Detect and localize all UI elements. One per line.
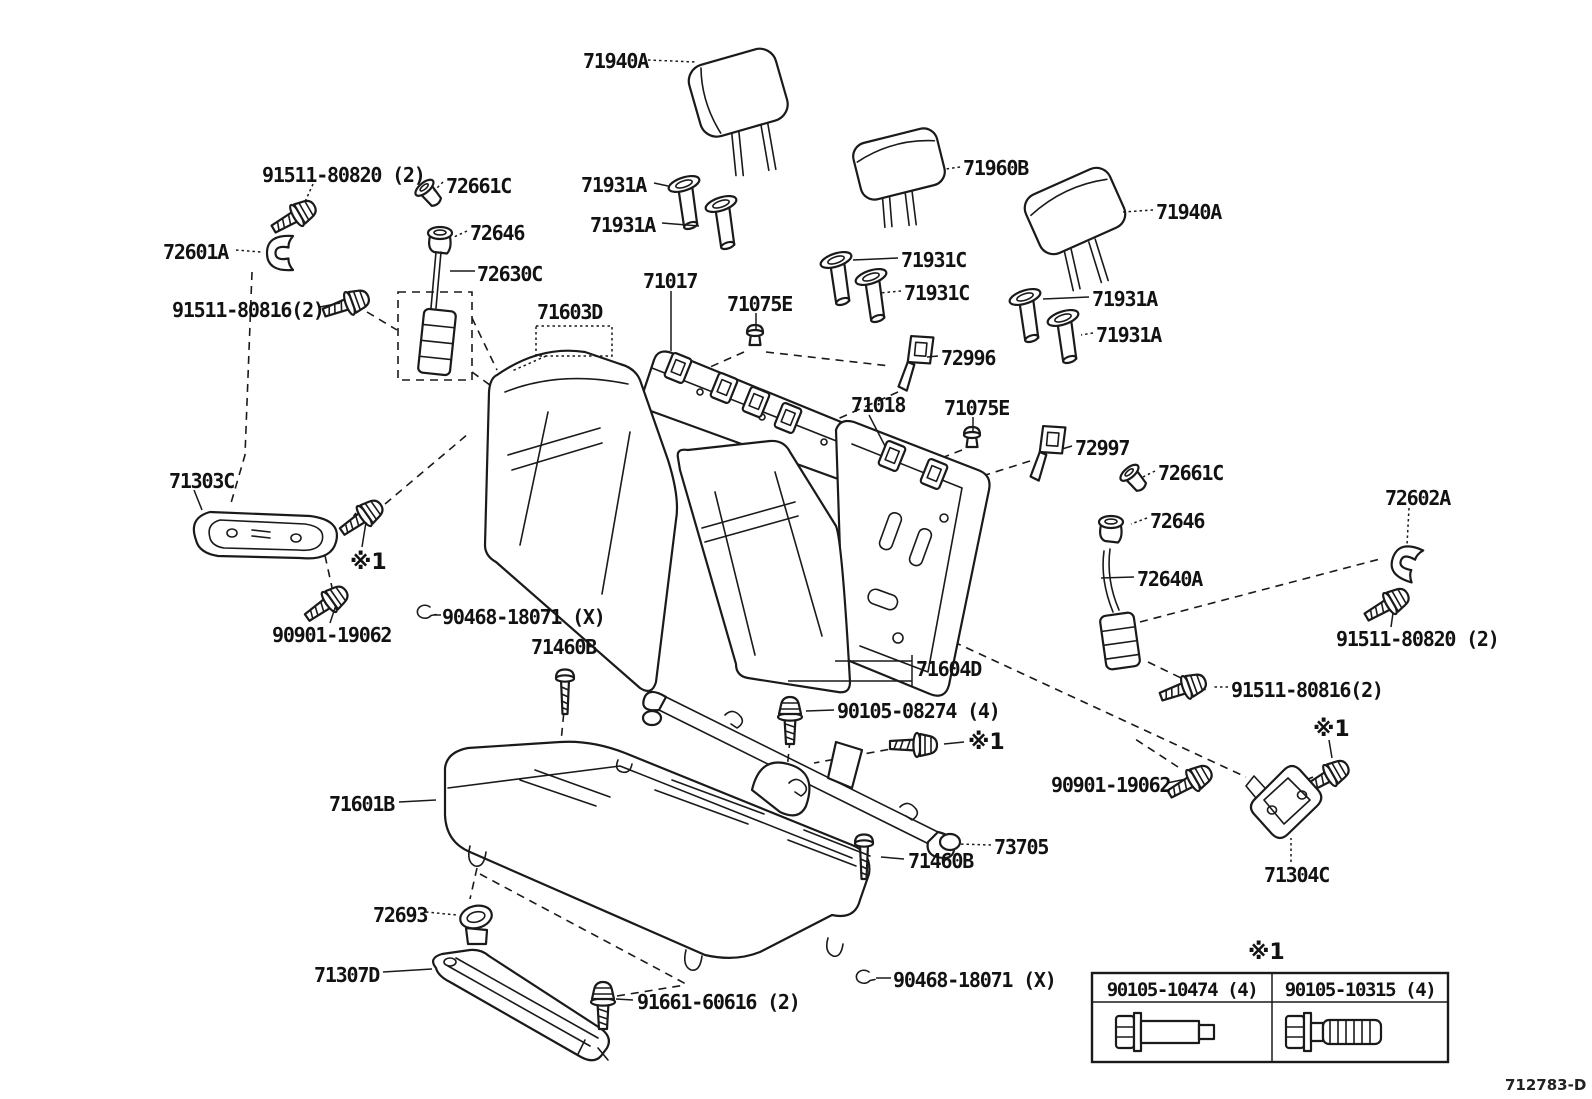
part-label-72661C: 72661C xyxy=(446,174,512,198)
part-label-71940A: 71940A xyxy=(1156,200,1222,224)
striker-icon-72996 xyxy=(896,331,938,396)
part-label-72996: 72996 xyxy=(941,346,996,370)
clip-icon-71075E xyxy=(745,323,765,347)
part-label-90901-19062: 90901-19062 xyxy=(272,623,392,647)
table-header-90105-10474: 90105-10474 (4) xyxy=(1106,979,1259,1001)
lock-assembly-72640A xyxy=(1099,548,1141,671)
part-label-72630C: 72630C xyxy=(477,262,543,286)
headrest-71940A-left xyxy=(687,47,789,177)
table-bolt-icon-90105-10474 xyxy=(1114,1011,1216,1053)
seatback-cushion-left-71603D xyxy=(483,349,679,692)
part-label-72646: 72646 xyxy=(470,221,525,245)
hook-icon-90468-18071 xyxy=(416,604,437,620)
lock-assembly-72630C xyxy=(417,251,457,377)
grommet-icon-72661C xyxy=(1116,460,1153,497)
part-label-90105-08274: 90105-08274 (4) xyxy=(837,699,1001,723)
part-label-90468-18071: 90468-18071 (X) xyxy=(893,968,1057,992)
reinforcement-71307D xyxy=(432,948,610,1062)
part-label-71603D: 71603D xyxy=(537,300,603,324)
leader-lines xyxy=(193,59,1410,1001)
ref-mark-1: ※1 xyxy=(968,730,1005,755)
hook-icon-72602A xyxy=(1385,540,1425,584)
part-label-71940A: 71940A xyxy=(583,49,649,73)
bolt-icon-91511-80816 xyxy=(318,284,374,326)
clip-icon-71075E xyxy=(962,425,982,449)
part-label-91511-80820: 91511-80820 (2) xyxy=(1336,627,1500,651)
part-label-71960B: 71960B xyxy=(963,156,1029,180)
part-label-71931C: 71931C xyxy=(904,281,970,305)
table-header-90105-10315: 90105-10315 (4) xyxy=(1284,979,1437,1001)
headrest-support-icon-71931A xyxy=(1006,284,1056,346)
ref-mark-1: ※1 xyxy=(350,550,387,575)
bolt-icon-ref1 xyxy=(888,731,939,759)
headrest-support-icon-71931A xyxy=(702,191,752,253)
seat-cushion-71601B xyxy=(443,740,871,972)
part-label-72640A: 72640A xyxy=(1137,567,1203,591)
part-label-71931A: 71931A xyxy=(581,173,647,197)
part-label-71601B: 71601B xyxy=(329,792,395,816)
part-label-71303C: 71303C xyxy=(169,469,235,493)
part-label-71460B: 71460B xyxy=(908,849,974,873)
drawing-number: 712783-D xyxy=(1505,1076,1587,1094)
part-label-90901-19062: 90901-19062 xyxy=(1051,773,1171,797)
screw-icon-71460B xyxy=(554,668,576,716)
plug-icon-72693 xyxy=(459,904,493,946)
part-label-91661-60616: 91661-60616 (2) xyxy=(637,990,801,1014)
bolt-icon-91511-80820 xyxy=(266,194,322,241)
hook-icon-90468-18071 xyxy=(855,969,876,985)
fastener-table xyxy=(1090,971,1450,1064)
part-label-71304C: 71304C xyxy=(1264,863,1330,887)
part-label-90468-18071: 90468-18071 (X) xyxy=(442,605,606,629)
part-label-73705: 73705 xyxy=(994,835,1049,859)
headrest-support-icon-71931A xyxy=(1044,305,1094,367)
part-label-72661C: 72661C xyxy=(1158,461,1224,485)
bolt-icon-91511-80820 xyxy=(1359,582,1415,629)
knob-icon-72646 xyxy=(1097,514,1125,544)
part-label-71307D: 71307D xyxy=(314,963,380,987)
part-label-72601A: 72601A xyxy=(163,240,229,264)
headrest-71960B xyxy=(852,127,946,229)
headrest-support-icon-71931A xyxy=(665,171,715,233)
hinge-bracket-71304C xyxy=(1245,764,1323,840)
seatback-frame-71018 xyxy=(834,419,991,697)
part-label-72646: 72646 xyxy=(1150,509,1205,533)
callout-bracket-71604D xyxy=(788,655,913,687)
part-label-71931A: 71931A xyxy=(1092,287,1158,311)
seatback-cushion-right xyxy=(676,439,852,694)
ref-mark-1: ※1 xyxy=(1313,717,1350,742)
table-ref-mark: ※1 xyxy=(1248,940,1285,965)
seat-track-73705 xyxy=(641,690,962,860)
hinge-bracket-71303C xyxy=(192,510,339,560)
part-label-72997: 72997 xyxy=(1075,436,1130,460)
knob-icon-72646 xyxy=(426,225,454,255)
part-label-71604D: 71604D xyxy=(916,657,982,681)
part-label-72693: 72693 xyxy=(373,903,428,927)
table-bolt-icon-90105-10315 xyxy=(1284,1011,1383,1053)
part-label-71017: 71017 xyxy=(643,269,698,293)
part-label-71931C: 71931C xyxy=(901,248,967,272)
striker-icon-72997 xyxy=(1028,421,1070,486)
headrest-support-icon-71931C xyxy=(852,264,902,326)
bolt-icon-90901-19062 xyxy=(299,579,354,629)
headrest-71940A-right xyxy=(1023,166,1127,292)
bolt-icon-ref1 xyxy=(334,493,389,543)
part-label-71018: 71018 xyxy=(851,393,906,417)
part-label-91511-80816: 91511-80816(2) xyxy=(1231,678,1384,702)
bolt-icon-91511-80816 xyxy=(1155,668,1211,710)
part-label-91511-80820: 91511-80820 (2) xyxy=(262,163,426,187)
bolt-icon-91661-60616 xyxy=(589,980,617,1031)
part-label-71075E: 71075E xyxy=(944,396,1010,420)
bolt-icon-90105-08274 xyxy=(776,695,804,746)
part-label-71931A: 71931A xyxy=(590,213,656,237)
part-label-91511-80816: 91511-80816(2) xyxy=(172,298,325,322)
hook-icon-72601A xyxy=(265,234,295,272)
part-label-71460B: 71460B xyxy=(531,635,597,659)
part-label-71075E: 71075E xyxy=(727,292,793,316)
part-label-72602A: 72602A xyxy=(1385,486,1451,510)
part-label-71931A: 71931A xyxy=(1096,323,1162,347)
